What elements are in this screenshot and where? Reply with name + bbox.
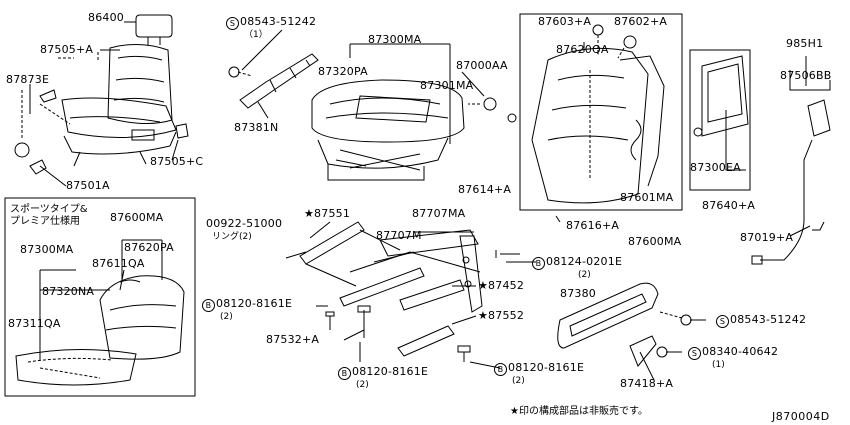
label-87501a[interactable]: 87501A	[66, 179, 110, 192]
inset-label-87311qa[interactable]: 87311QA	[8, 317, 61, 330]
full-seat-drawing	[14, 14, 189, 175]
label-87506bb[interactable]: 87506BB	[780, 69, 832, 82]
bolt-symbol-icon: B	[494, 363, 507, 376]
screw-symbol-icon: S	[226, 17, 239, 30]
label-87551[interactable]: ★87551	[304, 207, 351, 220]
label-87505c[interactable]: 87505+C	[150, 155, 204, 168]
inset-seat-drawing	[15, 275, 185, 386]
label-985h1[interactable]: 985H1	[786, 37, 824, 50]
screw-symbol-icon: S	[688, 347, 701, 360]
seat-rail-drawing	[299, 221, 520, 362]
label-87600ma-main[interactable]: 87600MA	[628, 235, 682, 248]
inset-label-87600ma[interactable]: 87600MA	[110, 211, 164, 224]
inset-label-87320na[interactable]: 87320NA	[42, 285, 95, 298]
label-87301ma[interactable]: 87301MA	[420, 79, 474, 92]
seat-cushion-drawing	[311, 79, 517, 181]
bolt-symbol-icon: B	[532, 257, 545, 270]
label-87300ma[interactable]: 87300MA	[368, 33, 422, 46]
label-87320pa[interactable]: 87320PA	[318, 65, 368, 78]
label-87418a[interactable]: 87418+A	[620, 377, 674, 390]
screw-symbol-icon: S	[716, 315, 729, 328]
label-87616a[interactable]: 87616+A	[566, 219, 620, 232]
label-87620qa[interactable]: 87620QA	[556, 43, 609, 56]
bolt-symbol-icon: B	[338, 367, 351, 380]
label-87381n[interactable]: 87381N	[234, 121, 279, 134]
footnote: ★印の構成部品は非販売です。	[510, 406, 648, 417]
inset-box	[4, 197, 196, 397]
label-b08124-qty: (2)	[578, 270, 591, 280]
label-87532a[interactable]: 87532+A	[266, 333, 320, 346]
label-b08120-center-number: 08120-8161E	[352, 365, 429, 378]
inset-label-87620pa[interactable]: 87620PA	[124, 241, 174, 254]
label-87452[interactable]: ★87452	[478, 279, 525, 292]
label-87380[interactable]: 87380	[560, 287, 596, 300]
label-87707ma[interactable]: 87707MA	[412, 207, 466, 220]
label-b08120-left-qty: (2)	[220, 312, 233, 322]
label-87000aa[interactable]: 87000AA	[456, 59, 508, 72]
pocket-frame-box	[689, 49, 751, 191]
label-s08543-lower-number: 08543-51242	[730, 313, 807, 326]
label-87601ma[interactable]: 87601MA	[620, 191, 674, 204]
label-b08120-center-qty: (2)	[356, 380, 369, 390]
bracket-87381n-drawing	[228, 53, 319, 109]
seatback-drawing	[531, 24, 665, 204]
label-00922-sub: リング(2)	[212, 232, 252, 242]
side-cover-drawing	[557, 282, 692, 367]
label-87640a[interactable]: 87640+A	[702, 199, 756, 212]
leader-lines	[29, 21, 811, 381]
label-s08543-upper-number: 08543-51242	[240, 15, 317, 28]
diagram-code: J870004D	[772, 410, 830, 423]
label-b08120-left-number: 08120-8161E	[216, 297, 293, 310]
belt-drawing	[751, 70, 831, 265]
label-87707m[interactable]: 87707M	[376, 229, 422, 242]
seatback-frame-box	[519, 13, 683, 211]
label-87873e[interactable]: 87873E	[6, 73, 50, 86]
label-b08120-right-number: 08120-8161E	[508, 361, 585, 374]
bolt-symbol-icon: B	[202, 299, 215, 312]
label-b08120-right-qty: (2)	[512, 376, 525, 386]
inset-title-line1: スポーツタイプ&	[10, 204, 88, 215]
label-86400[interactable]: 86400	[88, 11, 124, 24]
label-87614a[interactable]: 87614+A	[458, 183, 512, 196]
label-87552[interactable]: ★87552	[478, 309, 525, 322]
label-87602a[interactable]: 87602+A	[614, 15, 668, 28]
label-00922[interactable]: 00922-51000	[206, 217, 283, 230]
inset-title-line2: プレミア仕様用	[10, 216, 80, 227]
label-b08124-number: 08124-0201E	[546, 255, 623, 268]
label-s08340-number: 08340-40642	[702, 345, 779, 358]
label-87505a[interactable]: 87505+A	[40, 43, 94, 56]
inset-label-87300ma[interactable]: 87300MA	[20, 243, 74, 256]
label-s08543-upper-qty: （1）	[244, 30, 268, 40]
label-87019a[interactable]: 87019+A	[740, 231, 794, 244]
label-87300ea[interactable]: 87300EA	[690, 161, 741, 174]
label-s08340-qty: (1)	[712, 360, 725, 370]
label-87603a[interactable]: 87603+A	[538, 15, 592, 28]
pocket-drawing	[693, 55, 749, 137]
inset-label-87611qa[interactable]: 87611QA	[92, 257, 145, 270]
